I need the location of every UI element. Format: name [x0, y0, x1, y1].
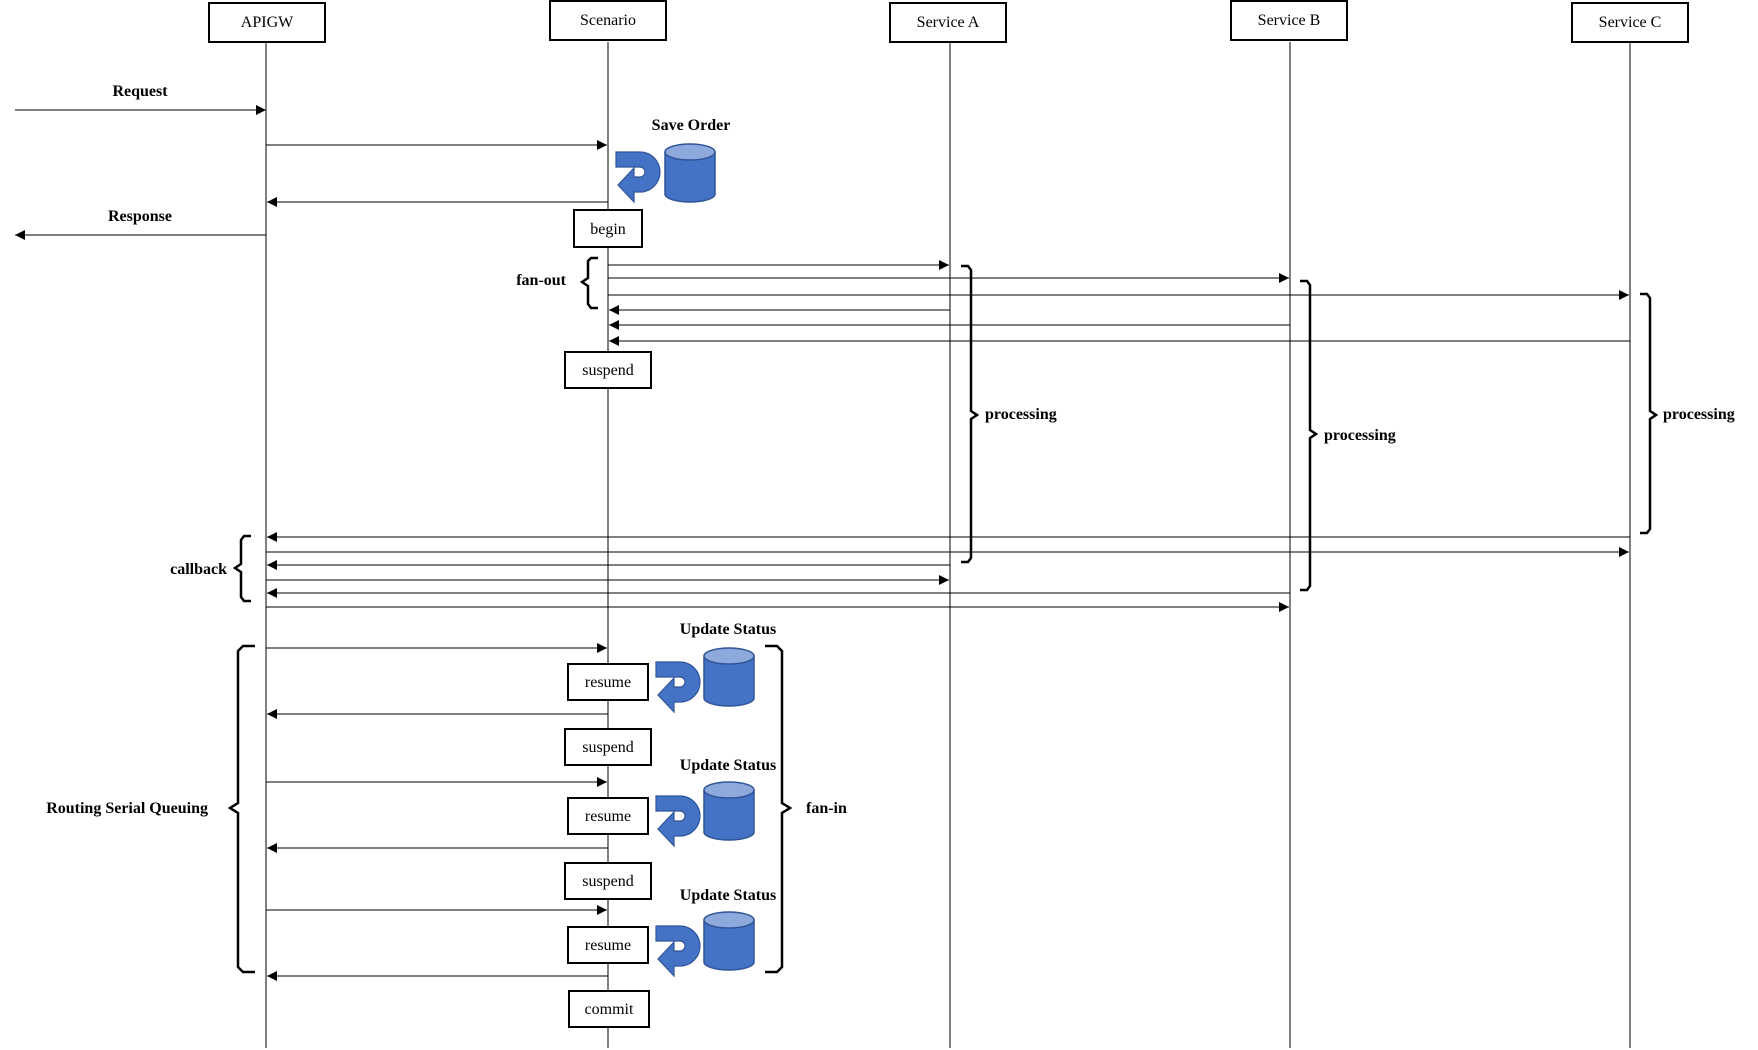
database-icon — [664, 143, 716, 203]
database-icon — [703, 781, 755, 841]
participant-service-b: Service B — [1258, 12, 1321, 29]
u-turn-arrow-icon — [655, 925, 701, 977]
step-suspend: suspend — [582, 739, 634, 756]
participant-service-a: Service A — [917, 14, 980, 31]
step-resume: resume — [585, 937, 631, 954]
participant-headers: APIGW Scenario Service A Service B Servi… — [208, 0, 1689, 43]
step-suspend: suspend — [582, 362, 634, 379]
participant-apigw: APIGW — [241, 14, 294, 31]
label-processing-a: processing — [985, 406, 1057, 423]
u-turn-arrow-icon — [655, 795, 701, 847]
u-turn-arrow-icon — [615, 151, 661, 203]
database-icon — [703, 647, 755, 707]
database-icon — [703, 911, 755, 971]
braces — [227, 256, 1659, 974]
label-save-order: Save Order — [652, 117, 731, 134]
brace-processing-a — [961, 264, 980, 564]
step-begin: begin — [590, 221, 626, 238]
lifelines — [265, 42, 1631, 1048]
label-routing-serial-queuing: Routing Serial Queuing — [46, 800, 208, 817]
step-resume: resume — [585, 808, 631, 825]
participant-service-c: Service C — [1599, 14, 1662, 31]
brace-callback — [232, 534, 251, 603]
label-fan-in: fan-in — [806, 800, 847, 817]
brace-fan-out — [579, 256, 598, 310]
step-boxes: begin suspend resume suspend resume susp… — [564, 209, 652, 1028]
label-processing-b: processing — [1324, 427, 1396, 444]
messages — [15, 105, 1630, 981]
brace-fan-in — [765, 644, 793, 974]
brace-processing-c — [1640, 292, 1659, 535]
label-update-status: Update Status — [680, 887, 776, 904]
label-request: Request — [112, 83, 168, 100]
label-callback: callback — [170, 561, 227, 578]
u-turn-arrow-icon — [655, 661, 701, 713]
step-resume: resume — [585, 674, 631, 691]
step-commit: commit — [585, 1001, 634, 1018]
brace-routing-serial-queuing — [227, 644, 255, 974]
participant-scenario: Scenario — [580, 12, 636, 29]
label-response: Response — [108, 208, 172, 225]
label-update-status: Update Status — [680, 757, 776, 774]
label-processing-c: processing — [1663, 406, 1735, 423]
brace-processing-b — [1300, 279, 1319, 592]
label-fan-out: fan-out — [516, 272, 566, 289]
step-suspend: suspend — [582, 873, 634, 890]
label-update-status: Update Status — [680, 621, 776, 638]
